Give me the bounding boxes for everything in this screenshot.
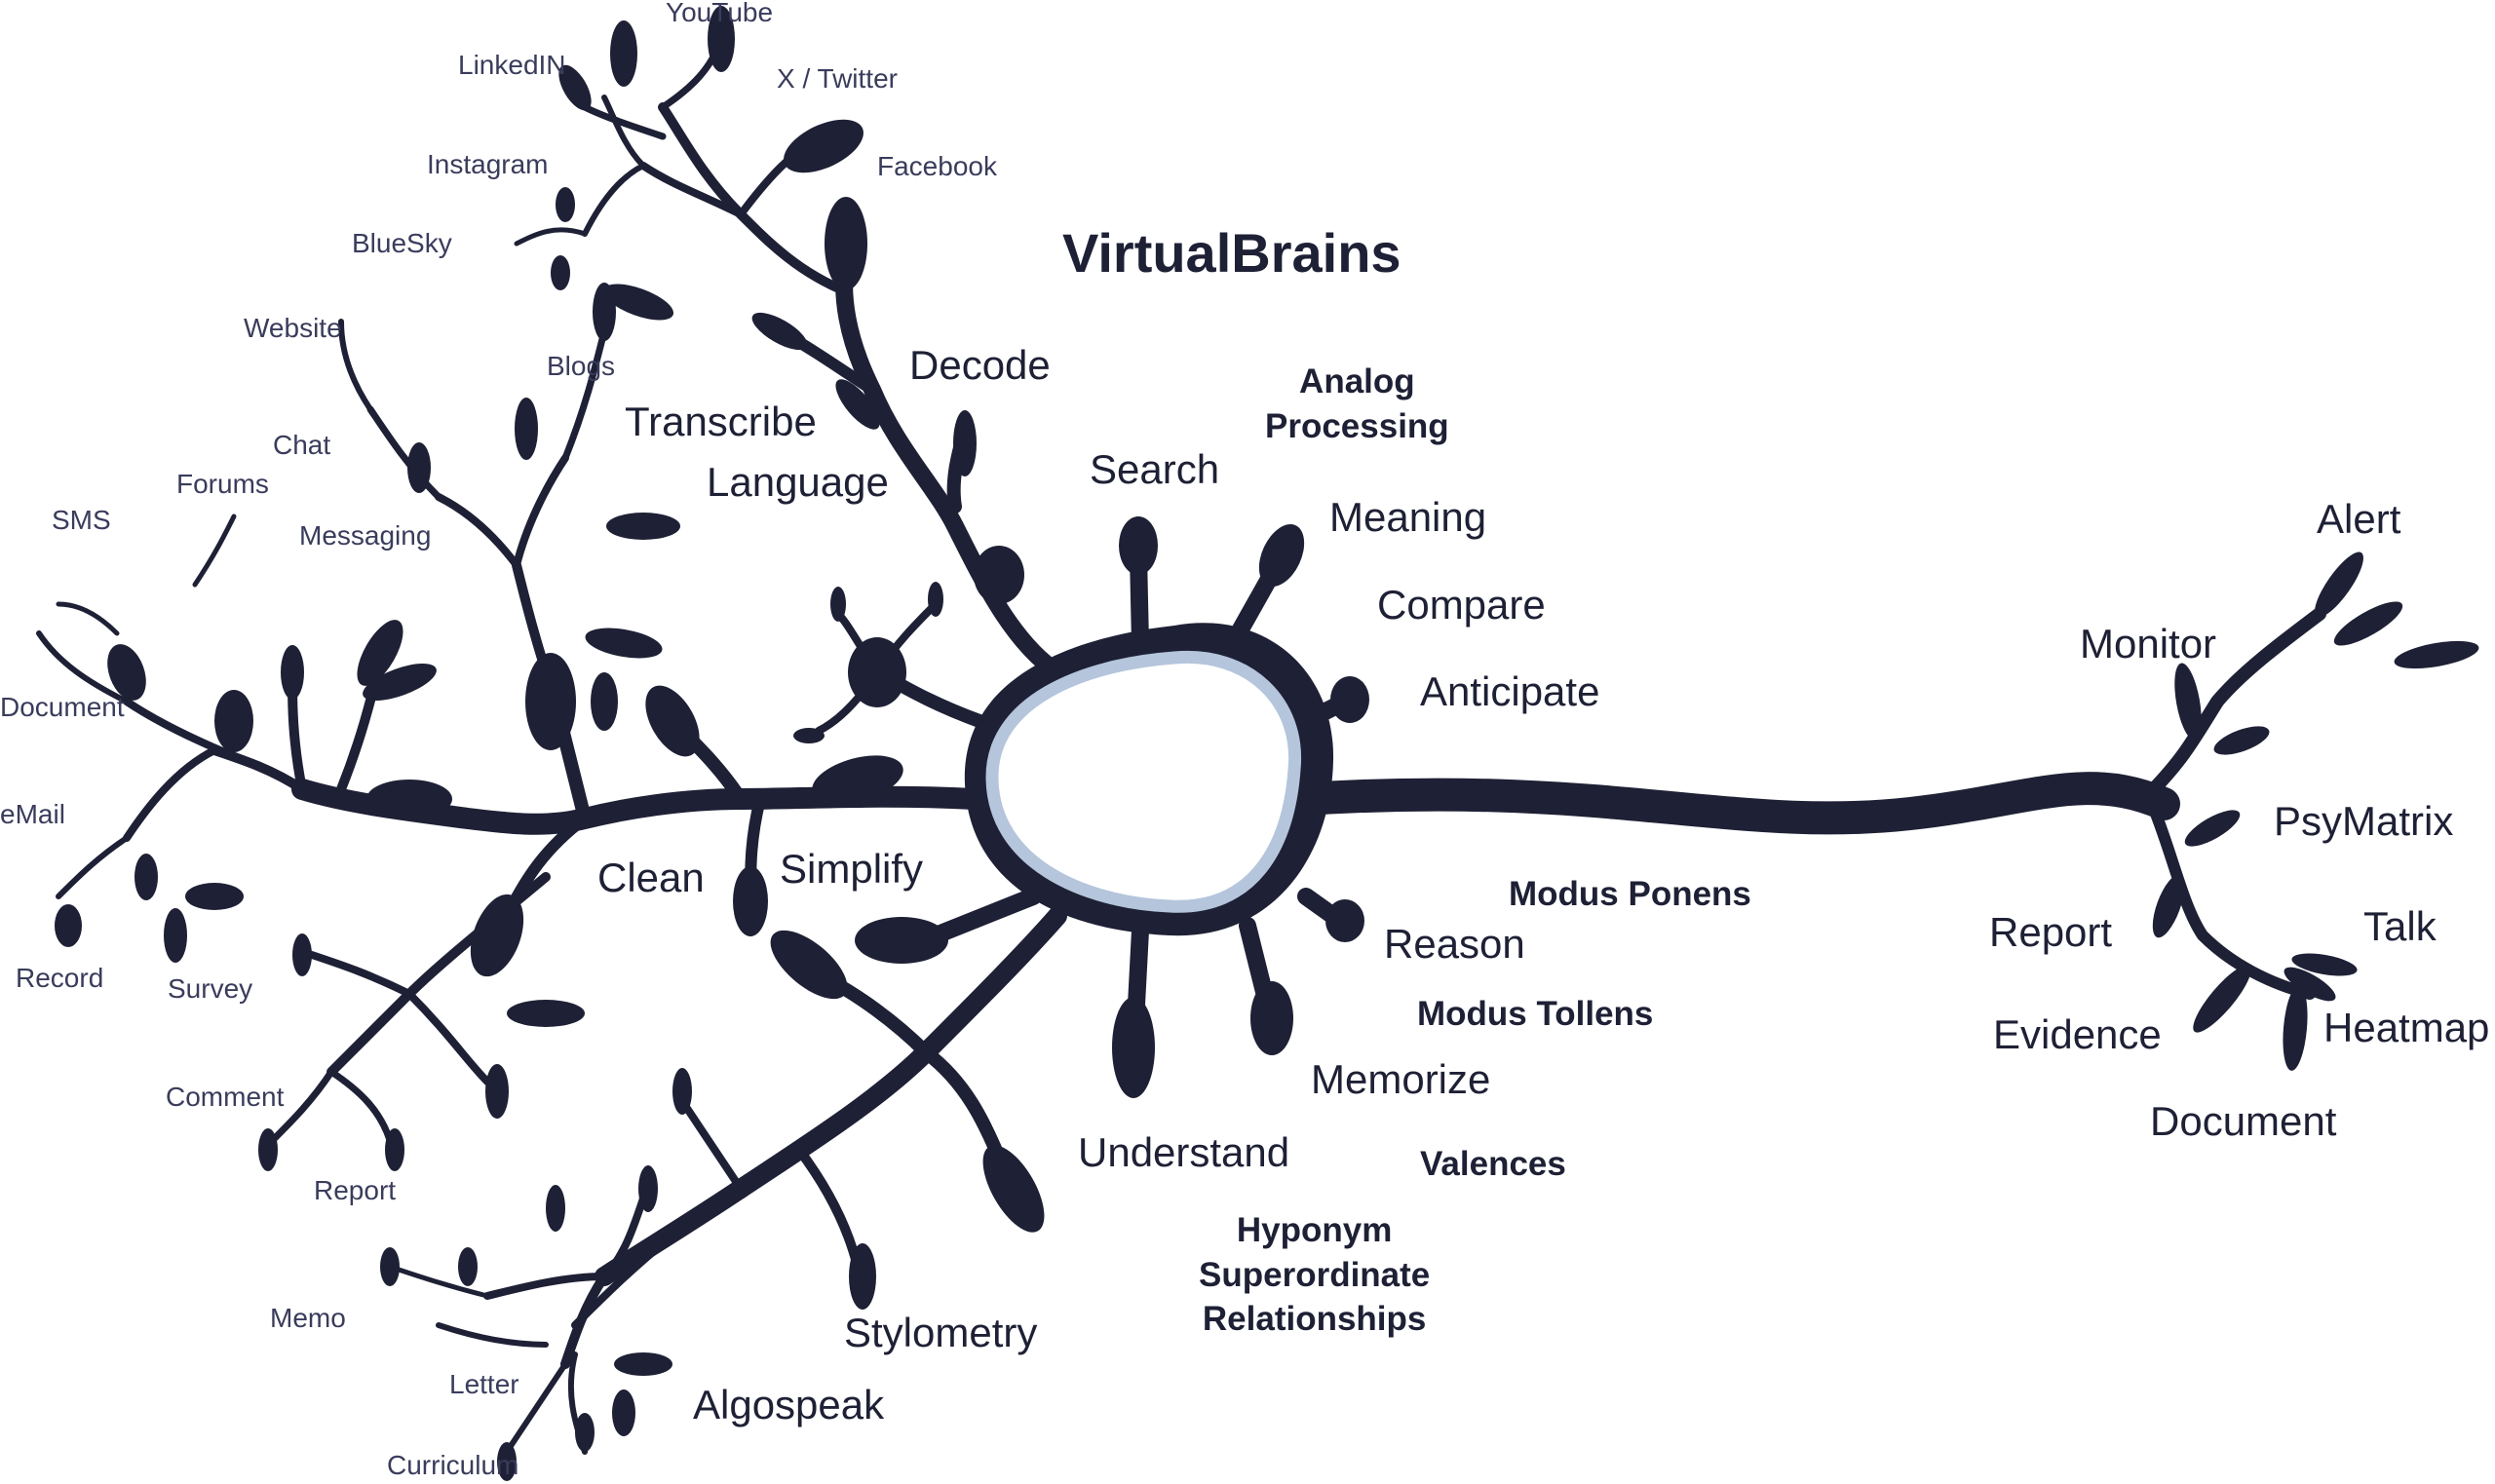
label-talk: Talk xyxy=(2363,903,2437,949)
nucleus xyxy=(985,650,1302,913)
label-transcribe: Transcribe xyxy=(625,399,817,444)
left-lower-dendrite xyxy=(269,872,551,1144)
label-instagram: Instagram xyxy=(427,149,549,179)
label-modus-tollens: Modus Tollens xyxy=(1417,995,1654,1033)
label-monitor: Monitor xyxy=(2080,621,2217,666)
label-clean: Clean xyxy=(597,855,705,900)
label-stylometry: Stylometry xyxy=(844,1310,1038,1355)
label-reason: Reason xyxy=(1384,921,1525,967)
label-compare: Compare xyxy=(1377,582,1546,628)
upper-dendrite-bulbs xyxy=(551,6,1024,604)
label-curriculum: Curriculum xyxy=(387,1450,519,1480)
label-linkedin: LinkedIN xyxy=(458,50,566,80)
label-email: eMail xyxy=(0,799,65,829)
label-memorize: Memorize xyxy=(1311,1056,1491,1102)
label-website: Website xyxy=(244,313,342,343)
label-report-source: Report xyxy=(314,1175,397,1205)
label-modus-ponens: Modus Ponens xyxy=(1509,875,1751,913)
label-language: Language xyxy=(707,459,889,505)
label-search: Search xyxy=(1090,446,1220,492)
left-dendrite-bulbs xyxy=(55,283,903,977)
axon-terminal-bulbs xyxy=(2152,552,2479,1071)
label-memo: Memo xyxy=(270,1303,346,1333)
label-psymatrix: PsyMatrix xyxy=(2274,798,2454,844)
label-letter: Letter xyxy=(449,1369,519,1399)
label-document-source: Document xyxy=(0,692,125,722)
label-youtube: YouTube xyxy=(666,0,774,27)
label-meaning: Meaning xyxy=(1329,494,1487,540)
label-algospeak: Algospeak xyxy=(693,1382,885,1427)
label-anticipate: Anticipate xyxy=(1420,668,1600,714)
label-simplify: Simplify xyxy=(780,846,924,892)
label-alert: Alert xyxy=(2317,496,2401,542)
diagram-title: VirtualBrains xyxy=(1062,222,1401,284)
soma-spike-bulbs xyxy=(855,516,1369,1098)
label-report-output: Report xyxy=(1989,909,2113,955)
label-comment: Comment xyxy=(166,1082,285,1112)
axon xyxy=(1289,607,2326,1000)
mid-small-bulbs xyxy=(793,582,943,743)
label-bluesky: BlueSky xyxy=(352,228,452,258)
label-hyponym: Hyponym Superordinate Relationships xyxy=(1199,1211,1431,1338)
label-analog-processing: Analog Processing xyxy=(1265,362,1449,445)
label-document-output: Document xyxy=(2150,1098,2337,1144)
label-sms: SMS xyxy=(52,505,111,535)
neuron-body xyxy=(36,6,2479,1481)
label-valences: Valences xyxy=(1420,1145,1566,1183)
label-understand: Understand xyxy=(1078,1129,1290,1175)
label-heatmap: Heatmap xyxy=(2323,1005,2490,1050)
lower-dendrite-bulbs xyxy=(380,930,1045,1481)
label-forums: Forums xyxy=(176,469,269,499)
label-evidence: Evidence xyxy=(1993,1011,2162,1057)
label-blogs: Blogs xyxy=(547,351,616,381)
label-record: Record xyxy=(16,963,104,993)
label-messaging: Messaging xyxy=(299,520,432,551)
bottom-left-dendrite xyxy=(436,1224,686,1455)
left-lower-bulbs xyxy=(258,933,585,1171)
label-decode: Decode xyxy=(909,342,1051,388)
label-facebook: Facebook xyxy=(877,151,997,181)
label-survey: Survey xyxy=(168,973,253,1004)
label-x-twitter: X / Twitter xyxy=(777,63,898,94)
label-chat: Chat xyxy=(273,430,331,460)
